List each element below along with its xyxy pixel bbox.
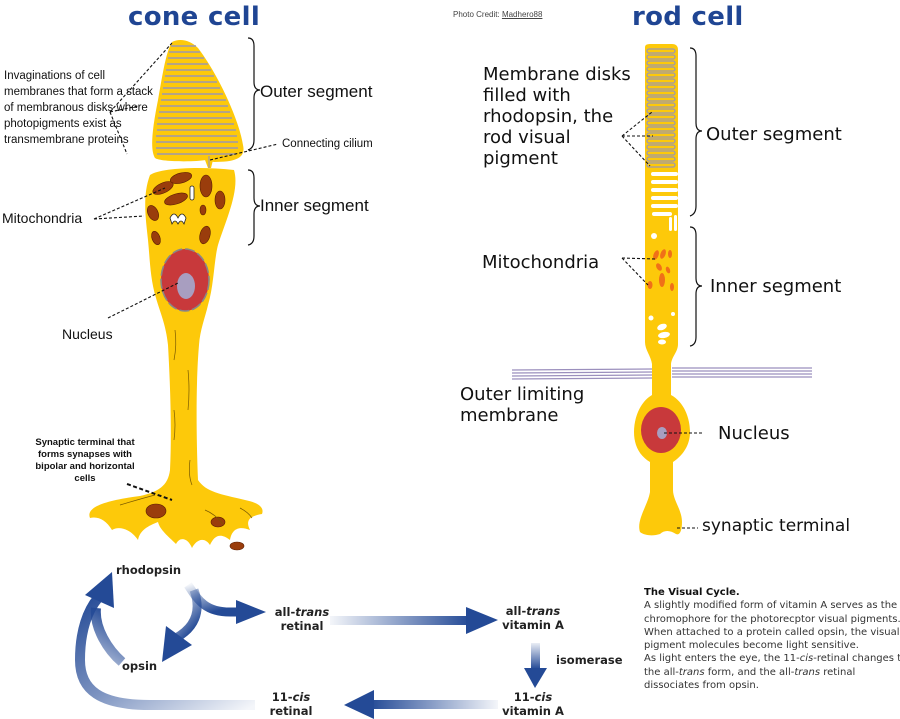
cycle-isomerase: isomerase [556, 653, 623, 667]
rod-outer-brace [689, 47, 703, 217]
photo-credit-prefix: Photo Credit: [453, 10, 500, 19]
description-heading: The Visual Cycle. [644, 587, 740, 598]
label-outer-limiting-membrane: Outer limiting membrane [460, 384, 585, 426]
line2: retinal [280, 619, 324, 633]
prefix: all- [505, 604, 527, 618]
label-rod-inner-segment: Inner segment [710, 276, 842, 297]
cone-cell-title: cone cell [128, 2, 261, 32]
arrow-cis-retinal-to-rhodopsin [74, 594, 255, 710]
cone-mitochondria [145, 172, 245, 551]
label-rod-synaptic-terminal: synaptic terminal [702, 516, 851, 536]
label-cone-nucleus: Nucleus [62, 326, 113, 342]
rod-membrane-disks [646, 48, 676, 168]
outer-limiting-membrane [511, 367, 812, 380]
inner-segment-brace [247, 169, 261, 246]
cycle-cis-retinal: 11-cis retinal [256, 690, 326, 718]
cycle-rhodopsin: rhodopsin [116, 563, 182, 577]
arrow-rhodopsin-to-opsin [173, 588, 202, 642]
rod-cell [511, 44, 812, 536]
arrow-opsin-to-rhodopsin [90, 607, 126, 666]
label-connecting-cilium: Connecting cilium [282, 138, 373, 150]
cycle-cis-vitamin-a: 11-cis vitamin A [498, 690, 568, 718]
cycle-all-trans-vitamin-a: all-trans vitamin A [498, 604, 568, 632]
cycle-all-trans-retinal: all-trans retinal [272, 605, 332, 633]
italic: cis [534, 690, 553, 704]
label-invaginations: Invaginations of cell membranes that for… [4, 70, 153, 146]
cone-cell [89, 37, 279, 551]
photo-credit-author-link[interactable]: Madhero88 [501, 10, 543, 19]
label-membrane-disks: Membrane disks filled with rhodopsin, th… [483, 64, 631, 169]
arrow-isomerase [531, 643, 540, 669]
arrow-rhodopsin-to-all-trans-retinal [184, 582, 238, 617]
arrow-vitamin-a-to-retinal [370, 700, 498, 709]
label-cone-outer-segment: Outer segment [260, 82, 373, 101]
prefix: 11- [271, 690, 293, 704]
rod-inner-brace [689, 226, 703, 347]
cone-nucleolus [177, 273, 195, 299]
rod-open-disks [648, 172, 678, 345]
label-cone-synaptic-terminal: Synaptic terminal that forms synapses wi… [35, 437, 135, 484]
rod-body [634, 44, 690, 536]
italic: cis [292, 690, 311, 704]
photo-credit: Photo Credit: Madhero88 [453, 10, 542, 19]
label-cone-mitochondria: Mitochondria [2, 210, 83, 226]
description-p2: As light enters the eye, the 11-cis-reti… [644, 653, 900, 692]
arrow-retinal-to-vitamin-a [330, 616, 470, 625]
cycle-opsin: opsin [122, 659, 158, 673]
description-p1: A slightly modified form of vitamin A se… [644, 600, 900, 652]
label-rod-nucleus: Nucleus [718, 423, 790, 444]
label-cone-inner-segment: Inner segment [260, 196, 369, 215]
line2: vitamin A [502, 618, 564, 632]
rod-nucleolus [657, 427, 667, 439]
outer-segment-brace [247, 37, 261, 151]
cone-body [89, 167, 263, 548]
rod-cell-title: rod cell [632, 2, 744, 32]
rod-mitochondria [647, 249, 674, 291]
line2: retinal [269, 704, 313, 718]
prefix: all- [274, 605, 296, 619]
label-rod-mitochondria: Mitochondria [482, 252, 600, 273]
cone-golgi [169, 185, 195, 226]
prefix: 11- [513, 690, 535, 704]
cone-membrane-disks [156, 45, 238, 155]
line2: vitamin A [502, 704, 564, 718]
italic: trans [526, 604, 561, 618]
italic: trans [295, 605, 330, 619]
visual-cycle-arrows [74, 572, 547, 719]
visual-cycle-description: The Visual Cycle. A slightly modified fo… [644, 586, 900, 692]
label-rod-outer-segment: Outer segment [706, 124, 842, 145]
